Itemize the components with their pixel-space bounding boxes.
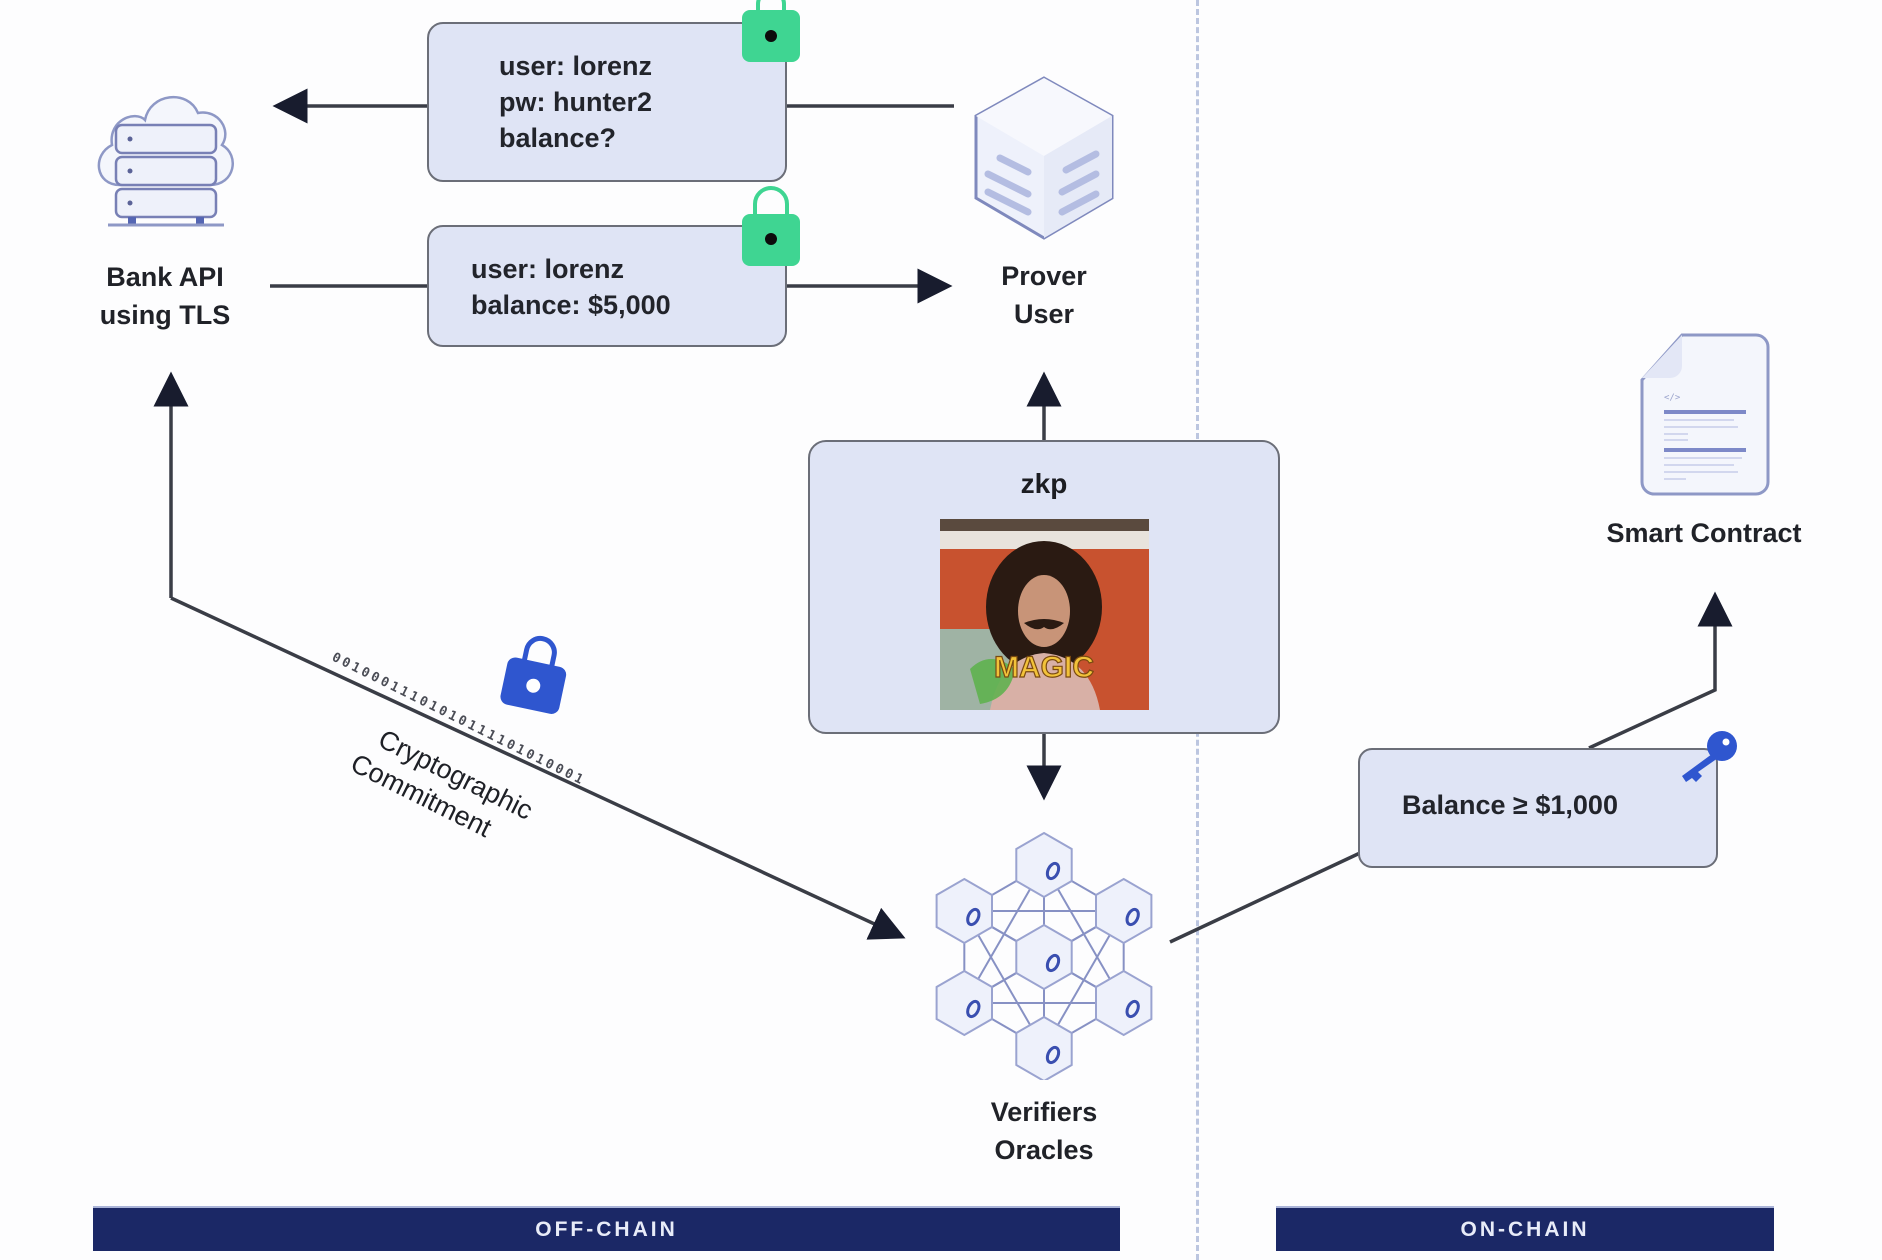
chain-link-icon [966,907,981,927]
verifiers-to-claim-line [1169,851,1361,944]
document-code-icon: </> [1638,332,1772,498]
smart-contract-label: Smart Contract [1606,518,1802,548]
blue-lock-icon [492,625,579,720]
prover-label-line1: Prover [1001,261,1087,291]
verifier-node [935,969,993,1037]
verifiers-label-line1: Verifiers [990,1097,1098,1127]
chain-link-icon [1125,907,1140,927]
meme-caption: MAGIC [994,651,1094,684]
green-lock-icon [740,186,802,268]
zkp-title: zkp [1020,468,1068,499]
claim-to-contract-arrow [1588,591,1733,750]
verifier-node [1015,831,1073,899]
hex-network-icon [933,830,1155,1083]
request-message-text: user: lorenz pw: hunter2 balance? [499,48,652,156]
verifier-node [935,877,993,945]
request-line-user: user: lorenz [499,51,653,81]
verifier-node [1015,1015,1073,1083]
request-line-balance: balance? [499,123,617,153]
on-chain-band: ON-CHAIN [1276,1208,1774,1251]
zkp-box: zkp MAGIC [808,440,1280,734]
verifier-node [1095,877,1153,945]
response-line-balance: balance: $5,000 [471,290,671,320]
verifiers-oracles-label: Verifiers Oracles [944,1093,1144,1169]
cloud-server-icon [90,75,240,235]
cube-icon [970,74,1118,242]
request-line-pw: pw: hunter2 [499,87,652,117]
prover-label-line2: User [1013,299,1075,329]
chain-link-icon [1045,861,1061,881]
bank-label-line1: Bank API [106,262,224,292]
balance-claim-text: Balance ≥ $1,000 [1402,790,1618,820]
commitment-diagonal [170,596,906,940]
bank-api-label: Bank API using TLS [70,258,260,334]
balance-claim-box: Balance ≥ $1,000 [1358,748,1718,868]
chain-link-icon [1045,1045,1061,1065]
prover-user-label: Prover User [944,257,1144,333]
code-glyph: </> [1664,393,1681,403]
chain-link-icon [1125,999,1140,1019]
request-message-box: user: lorenz pw: hunter2 balance? [427,22,787,182]
verifiers-label-line2: Oracles [994,1135,1094,1165]
off-chain-band: OFF-CHAIN [93,1208,1120,1251]
magic-meme-image: MAGIC [940,519,1149,710]
response-message-text: user: lorenz balance: $5,000 [471,251,671,323]
response-line-user: user: lorenz [471,254,625,284]
green-lock-icon [740,0,802,64]
verifier-node [1015,923,1073,991]
verifier-node [1095,969,1153,1037]
chain-link-icon [1045,953,1061,973]
bank-label-line2: using TLS [99,300,231,330]
chain-link-icon [966,999,981,1019]
response-message-box: user: lorenz balance: $5,000 [427,225,787,347]
blue-key-icon [1676,728,1740,784]
